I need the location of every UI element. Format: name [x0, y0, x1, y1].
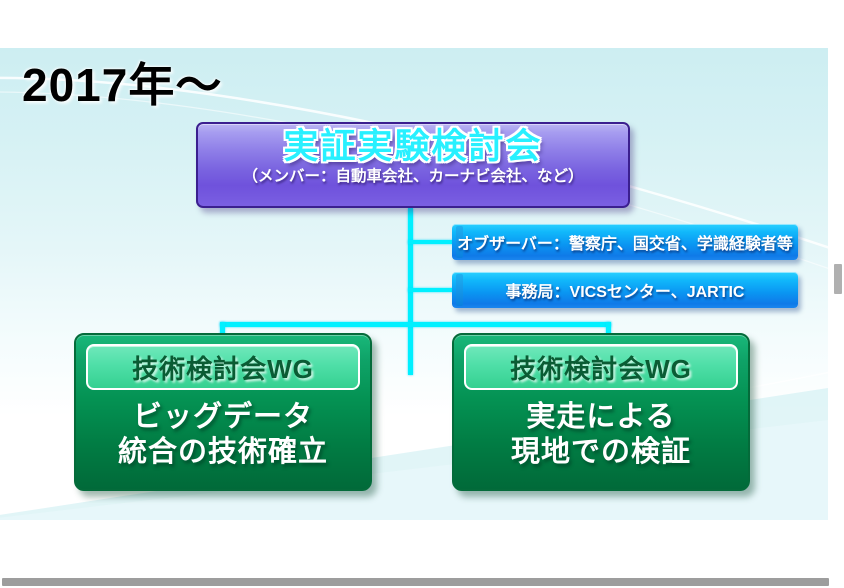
wg-left-line-2: 統合の技術確立	[117, 436, 328, 469]
secretariat-bar[interactable]: 事務局：VICSセンター、JARTIC	[452, 272, 798, 308]
connector-drop-left-wg	[220, 322, 225, 336]
wg-right-header-label: 技術検討会WG	[510, 353, 692, 384]
wg-box-left[interactable]: 技術検討会WG ビッグデータ 統合の技術確立	[74, 333, 372, 491]
observer-bar-label: オブザーバー：警察庁、国交省、学識経験者等	[457, 236, 793, 253]
wg-right-header: 技術検討会WG	[464, 344, 738, 390]
top-committee-title: 実証実験検討会	[283, 127, 543, 166]
secretariat-bar-label: 事務局：VICSセンター、JARTIC	[505, 284, 745, 301]
horizontal-scrollbar-thumb[interactable]	[2, 578, 829, 586]
connector-branch-observer	[408, 240, 454, 244]
wg-right-line-1: 実走による	[526, 401, 676, 433]
wg-left-body: ビッグデータ 統合の技術確立	[86, 400, 360, 471]
vertical-scrollbar[interactable]	[831, 0, 844, 588]
connector-bottom-horizontal	[220, 322, 611, 327]
observer-bar[interactable]: オブザーバー：警察庁、国交省、学識経験者等	[452, 224, 798, 260]
wg-right-line-2: 現地での検証	[510, 436, 691, 469]
slide-canvas: 2017年〜 実証実験検討会 （メンバー：自動車会社、カーナビ会社、など） オブ…	[0, 48, 828, 520]
connector-drop-right-wg	[606, 322, 611, 336]
vertical-scrollbar-thumb[interactable]	[834, 264, 842, 294]
connector-branch-secretariat	[408, 288, 454, 292]
wg-left-header-label: 技術検討会WG	[132, 353, 314, 384]
top-committee-members: （メンバー：自動車会社、カーナビ会社、など）	[242, 167, 584, 185]
wg-left-line-1: ビッグデータ	[132, 401, 313, 433]
wg-left-header: 技術検討会WG	[86, 344, 360, 390]
wg-right-body: 実走による 現地での検証	[464, 400, 738, 471]
top-committee-box[interactable]: 実証実験検討会 （メンバー：自動車会社、カーナビ会社、など）	[196, 122, 630, 208]
wg-box-right[interactable]: 技術検討会WG 実走による 現地での検証	[452, 333, 750, 491]
slide-title: 2017年〜	[22, 59, 223, 111]
horizontal-scrollbar[interactable]	[0, 576, 831, 588]
